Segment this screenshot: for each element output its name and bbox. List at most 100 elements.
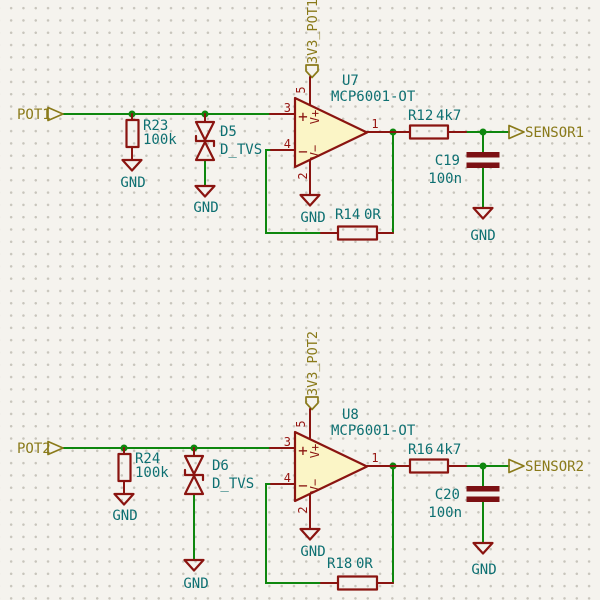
- gnd-arrow-icon: [472, 206, 494, 220]
- resistor-r23[interactable]: R23 100k: [125, 113, 178, 161]
- resistor-ref: R12: [408, 108, 433, 124]
- pin-number-3: 3: [284, 435, 291, 449]
- resistor-body: [408, 124, 450, 140]
- opamp-value: MCP6001-OT: [331, 423, 416, 439]
- power-label-text: 3V3_POT2: [305, 331, 321, 396]
- gnd-text: GND: [112, 508, 137, 524]
- resistor-r14[interactable]: R14 0R: [320, 207, 394, 241]
- gnd-symbol-u7[interactable]: GND: [299, 193, 326, 226]
- opamp-triangle: [293, 430, 369, 503]
- gnd-text: GND: [471, 562, 496, 578]
- resistor-body: [336, 575, 379, 591]
- resistor-value: 100k: [135, 465, 169, 481]
- resistor-ref: R14: [335, 207, 360, 223]
- pin-number-1: 1: [371, 451, 378, 465]
- inv-sign: −: [298, 142, 308, 161]
- resistor-value: 0R: [356, 556, 373, 572]
- cap-plate-bottom: [466, 496, 500, 502]
- output-label-sensor1[interactable]: SENSOR1: [508, 124, 584, 141]
- cap-ref: C20: [435, 487, 460, 503]
- resistor-body: [117, 452, 132, 483]
- gnd-arrow-icon: [472, 541, 494, 555]
- gnd-arrow-icon: [194, 184, 216, 198]
- tvs-z-bar: [194, 134, 216, 148]
- input-label-pot1[interactable]: POT1: [17, 106, 64, 123]
- gnd-symbol-r23[interactable]: GND: [120, 158, 146, 191]
- hier-label-arrow-icon: [508, 124, 525, 140]
- output-label-text: SENSOR2: [525, 459, 584, 475]
- net-wires-1[interactable]: [62, 110, 510, 234]
- pin-number-2: 2: [296, 506, 310, 513]
- hier-label-arrow-icon: [47, 440, 64, 456]
- input-label-pot2[interactable]: POT2: [17, 440, 64, 457]
- feedback-net-wire-left[interactable]: [265, 483, 322, 584]
- cap-plate-top: [466, 486, 500, 492]
- opamp-u7[interactable]: + − V+ V− 3 4 5 2 1 U7 MCP6001-OT: [269, 73, 416, 196]
- opamp-value: MCP6001-OT: [331, 89, 416, 105]
- cap-plate-top: [466, 152, 500, 158]
- noninv-sign: +: [298, 441, 308, 460]
- hier-label-arrow-icon: [508, 458, 525, 474]
- opamp-u8[interactable]: + − V+ V− 3 4 5 2 1 U8 MCP6001-OT: [269, 407, 416, 530]
- input-label-text: POT2: [17, 441, 51, 457]
- resistor-ref: R18: [327, 556, 352, 572]
- resistor-r18[interactable]: R18 0R: [320, 556, 394, 591]
- power-label-3v3-pot2[interactable]: 3V3_POT2: [305, 331, 321, 411]
- gnd-symbol-c20[interactable]: GND: [471, 541, 497, 578]
- net-wires-2[interactable]: [62, 444, 510, 584]
- resistor-r16[interactable]: R16 4k7: [392, 442, 467, 474]
- power-label-arrow-icon: [305, 64, 319, 79]
- pin-number-4: 4: [284, 137, 291, 151]
- junction-dot: [479, 462, 487, 470]
- gnd-arrow-icon: [299, 193, 321, 207]
- power-label-3v3-pot1[interactable]: 3V3_POT1: [305, 0, 321, 79]
- tvs-diode-d5[interactable]: D5 D_TVS: [194, 113, 262, 162]
- opamp-ref: U8: [342, 407, 359, 423]
- gnd-text: GND: [193, 200, 218, 216]
- pin-number-2: 2: [296, 172, 310, 179]
- input-label-text: POT1: [17, 107, 51, 123]
- opamp-triangle: [293, 96, 369, 169]
- pin-number-1: 1: [371, 117, 378, 131]
- circuit-channel-1: POT1 R23 100k GND D5 D_TVS GND: [17, 0, 584, 244]
- resistor-r12[interactable]: R12 4k7: [392, 108, 467, 140]
- tvs-bottom-triangle: [194, 140, 216, 162]
- pin-number-3: 3: [284, 101, 291, 115]
- tvs-value: D_TVS: [220, 142, 262, 158]
- cap-value: 100n: [428, 505, 462, 521]
- gnd-symbol-r24[interactable]: GND: [112, 492, 138, 524]
- resistor-value: 4k7: [436, 108, 461, 124]
- gnd-symbol-u8[interactable]: GND: [299, 527, 326, 560]
- gnd-symbol-c19[interactable]: GND: [470, 206, 496, 244]
- noninv-sign: +: [298, 107, 308, 126]
- power-label-text: 3V3_POT1: [305, 0, 321, 64]
- tvs-top-triangle: [183, 454, 205, 476]
- output-label-sensor2[interactable]: SENSOR2: [508, 458, 584, 475]
- gnd-text: GND: [300, 544, 325, 560]
- resistor-r24[interactable]: R24 100k: [117, 447, 170, 495]
- opamp-ref: U7: [342, 73, 359, 89]
- cap-plate-bottom: [466, 162, 500, 168]
- output-label-text: SENSOR1: [525, 125, 584, 141]
- gnd-arrow-icon: [299, 527, 321, 541]
- gnd-arrow-icon: [121, 158, 143, 172]
- gnd-arrow-icon: [183, 558, 205, 572]
- resistor-ref: R16: [408, 442, 433, 458]
- tvs-diode-d6[interactable]: D6 D_TVS: [183, 447, 254, 496]
- tvs-ref: D5: [220, 124, 237, 140]
- gnd-symbol-d6[interactable]: GND: [183, 558, 209, 592]
- tvs-bottom-triangle: [183, 474, 205, 496]
- cap-ref: C19: [435, 153, 460, 169]
- gnd-symbol-d5[interactable]: GND: [193, 184, 219, 216]
- circuit-channel-2: POT2 R24 100k GND D6 D_TVS GND 3V3_POT2: [17, 331, 584, 592]
- resistor-ref: R23: [143, 118, 168, 134]
- vss-label: V−: [308, 145, 322, 159]
- cap-value: 100n: [428, 171, 462, 187]
- vdd-label: V+: [308, 444, 322, 458]
- capacitor-c19[interactable]: C19 100n: [428, 152, 500, 187]
- gnd-text: GND: [120, 175, 145, 191]
- capacitor-c20[interactable]: C20 100n: [428, 486, 500, 521]
- feedback-net-wire-left[interactable]: [265, 149, 322, 234]
- pin-number-5: 5: [294, 86, 308, 93]
